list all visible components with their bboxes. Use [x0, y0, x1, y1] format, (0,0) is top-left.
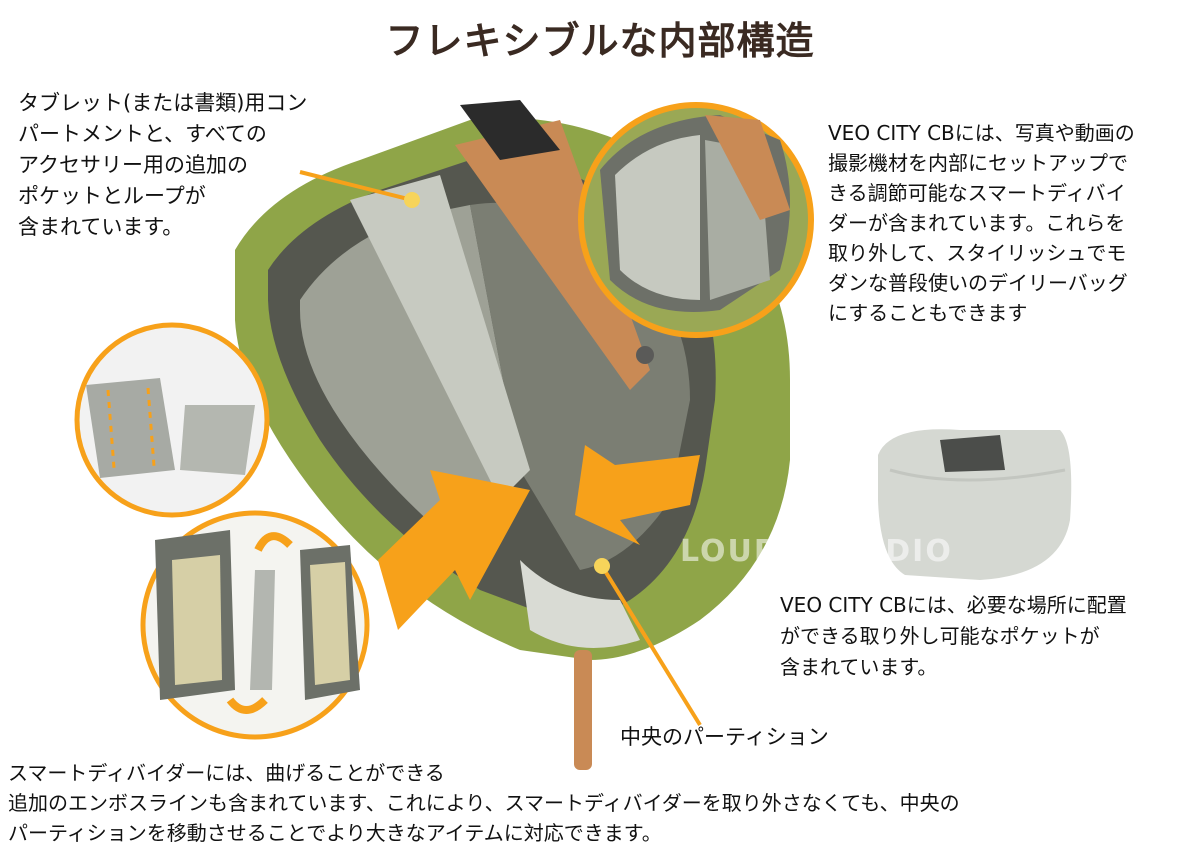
arrow-left [378, 470, 530, 630]
caption-smart-divider: VEO CITY CBには、写真や動画の 撮影機材を内部にセットアップで きる調… [828, 121, 1135, 325]
removable-pocket-image [878, 429, 1072, 580]
caption-tablet-compartment: タブレット(または書類)用コン パートメントと、すべての アクセサリー用の追加の… [18, 91, 308, 239]
leader-tablet-pocket [299, 170, 420, 208]
page-title: フレキシブルな内部構造 [385, 19, 815, 63]
arrow-right [575, 445, 700, 545]
inset-divider-configurations [140, 510, 370, 740]
caption-removable-pocket: VEO CITY CBには、必要な場所に配置 ができる取り外し可能なポケットが … [780, 593, 1127, 679]
caption-center-partition: 中央のパーティション [620, 725, 829, 749]
leader-center-partition [594, 558, 702, 727]
studio-watermark: LOUPE STUDIO [680, 534, 953, 569]
inset-dividers-circle [578, 102, 814, 338]
caption-divider-emboss-lines: スマートディバイダーには、曲げることができる 追加のエンボスラインも含まれていま… [8, 761, 960, 845]
inset-divider-parts [74, 322, 270, 518]
